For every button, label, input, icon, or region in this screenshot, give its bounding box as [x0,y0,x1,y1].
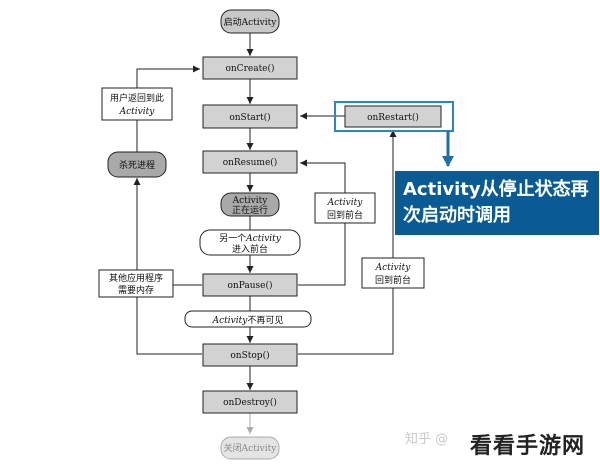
svg-text:回到前台: 回到前台 [327,209,363,221]
node-on-stop: onStop() [202,343,298,367]
node-start-activity: 启动Activity [220,9,280,34]
svg-text:关闭Activity: 关闭Activity [224,442,278,454]
label-back-to-front-resume: Activity 回到前台 [314,192,376,224]
node-kill-process: 杀死进程 [107,151,167,178]
node-on-create: onCreate() [202,56,298,80]
callout-line-2: 次启动时调用 [403,205,511,226]
label-not-visible: Activity不再可见 [184,310,312,328]
label-another-activity: 另一个Activity 进入前台 [199,229,301,256]
svg-text:正在运行: 正在运行 [232,204,268,216]
svg-text:onResume(): onResume() [223,157,278,168]
svg-text:另一个Activity: 另一个Activity [219,233,282,244]
svg-text:启动Activity: 启动Activity [224,16,278,28]
callout-restart-note: Activity从停止状态再 次启动时调用 [395,171,599,235]
label-back-to-front-restart: Activity 回到前台 [361,257,425,289]
svg-text:Activity: Activity [232,196,269,206]
node-on-destroy: onDestroy() [202,390,298,414]
connectors [133,33,397,434]
svg-text:需要内存: 需要内存 [118,284,154,296]
node-close-activity: 关闭Activity [220,436,280,460]
node-on-pause: onPause() [202,273,298,297]
svg-text:Activity不再可见: Activity不再可见 [212,315,284,326]
svg-text:onPause(): onPause() [228,280,273,291]
svg-text:用户返回到此: 用户返回到此 [110,92,164,104]
svg-text:Activity: Activity [375,263,412,273]
node-on-resume: onResume() [202,150,298,174]
svg-text:杀死进程: 杀死进程 [119,159,155,171]
svg-text:onStop(): onStop() [230,350,269,361]
zhihu-watermark: 知乎 @ [405,432,449,447]
svg-text:Activity: Activity [119,107,156,117]
svg-text:onRestart(): onRestart() [367,112,419,123]
node-on-restart: onRestart() [334,101,454,132]
svg-text:进入前台: 进入前台 [232,243,268,255]
callout-line-1: Activity从停止状态再 [403,179,589,200]
svg-text:其他应用程序: 其他应用程序 [109,272,163,284]
node-activity-running: Activity 正在运行 [220,192,280,217]
label-other-apps-memory: 其他应用程序 需要内存 [98,269,174,298]
svg-text:Activity: Activity [327,198,364,208]
brand-watermark: 看看手游网 [470,434,586,459]
node-on-start: onStart() [202,104,298,129]
svg-text:onStart(): onStart() [229,112,270,123]
svg-text:onCreate(): onCreate() [225,63,274,74]
svg-text:onDestroy(): onDestroy() [223,397,277,408]
label-user-returns: 用户返回到此 Activity [101,87,173,121]
svg-text:回到前台: 回到前台 [375,274,411,286]
